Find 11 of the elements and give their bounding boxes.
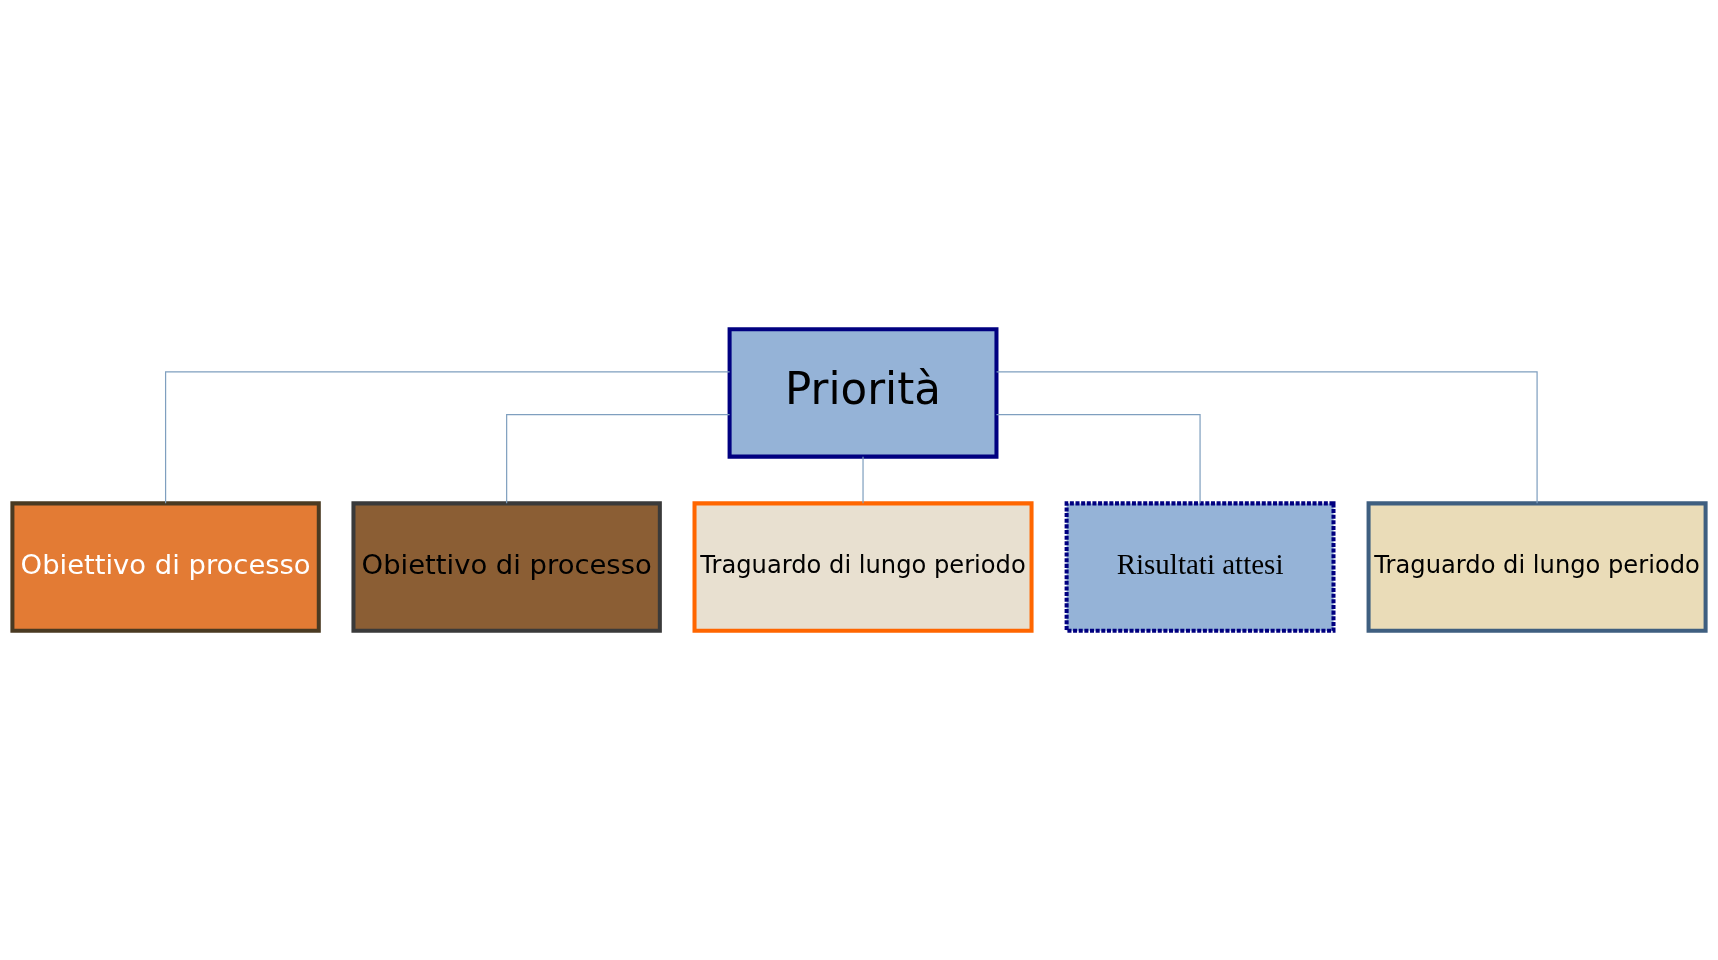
node-box: Traguardo di lungo periodo [1366,501,1708,633]
connector [165,371,731,504]
node-box: Risultati attesi [1064,501,1336,633]
node-box: Obiettivo di processo [10,501,321,633]
connector [862,456,864,504]
connector [506,414,731,504]
connector [995,414,1201,504]
connector [996,371,1538,504]
node-box: Obiettivo di processo [351,501,662,633]
node-box: Priorità [727,327,999,459]
node-box: Traguardo di lungo periodo [692,501,1034,633]
